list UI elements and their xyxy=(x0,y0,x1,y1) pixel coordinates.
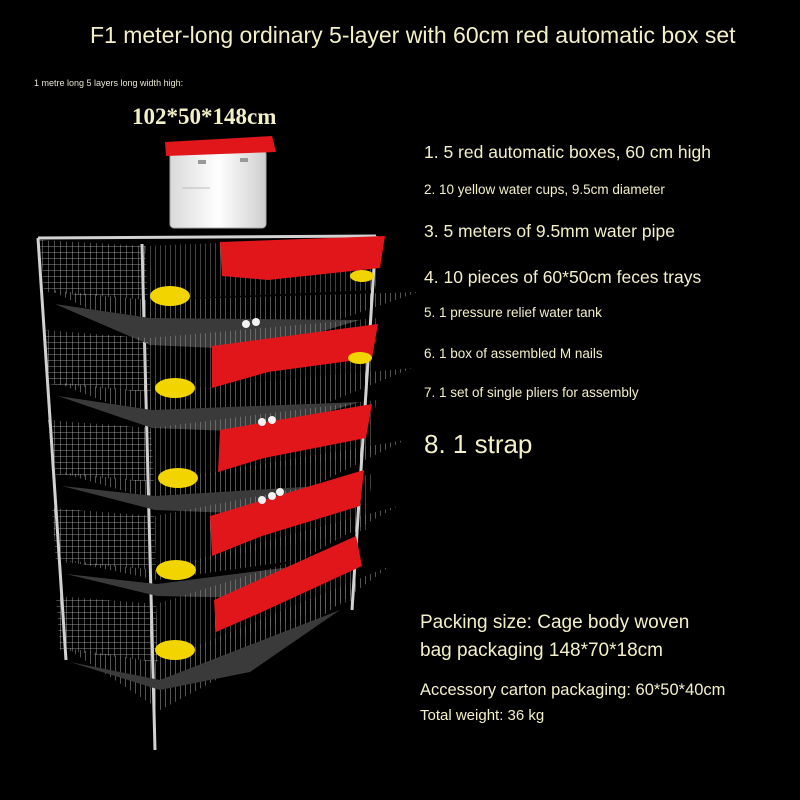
accessory-packaging: Accessory carton packaging: 60*50*40cm xyxy=(420,681,726,699)
spec-item-3: 3. 5 meters of 9.5mm water pipe xyxy=(424,221,675,241)
layer-5 xyxy=(56,536,390,710)
packing-size-line-1: Packing size: Cage body woven xyxy=(420,612,690,633)
page-title: F1 meter-long ordinary 5-layer with 60cm… xyxy=(90,22,736,48)
spec-item-7: 7. 1 set of single pliers for assembly xyxy=(424,385,639,400)
eggs xyxy=(242,318,284,504)
spec-item-8: 8. 1 strap xyxy=(424,429,533,459)
total-weight: Total weight: 36 kg xyxy=(420,707,545,724)
spec-item-1: 1. 5 red automatic boxes, 60 cm high xyxy=(424,142,711,162)
packing-size-line-2: bag packaging 148*70*18cm xyxy=(420,640,663,661)
spec-item-4: 4. 10 pieces of 60*50cm feces trays xyxy=(424,267,702,287)
dimensions-label: 1 metre long 5 layers long width high: xyxy=(34,78,184,88)
spec-item-6: 6. 1 box of assembled M nails xyxy=(424,346,603,361)
spec-item-5: 5. 1 pressure relief water tank xyxy=(424,305,602,320)
cage-layers xyxy=(40,236,418,710)
spec-item-2: 2. 10 yellow water cups, 9.5cm diameter xyxy=(424,182,665,197)
dimensions-value: 102*50*148cm xyxy=(132,104,277,129)
water-tank xyxy=(165,136,276,229)
